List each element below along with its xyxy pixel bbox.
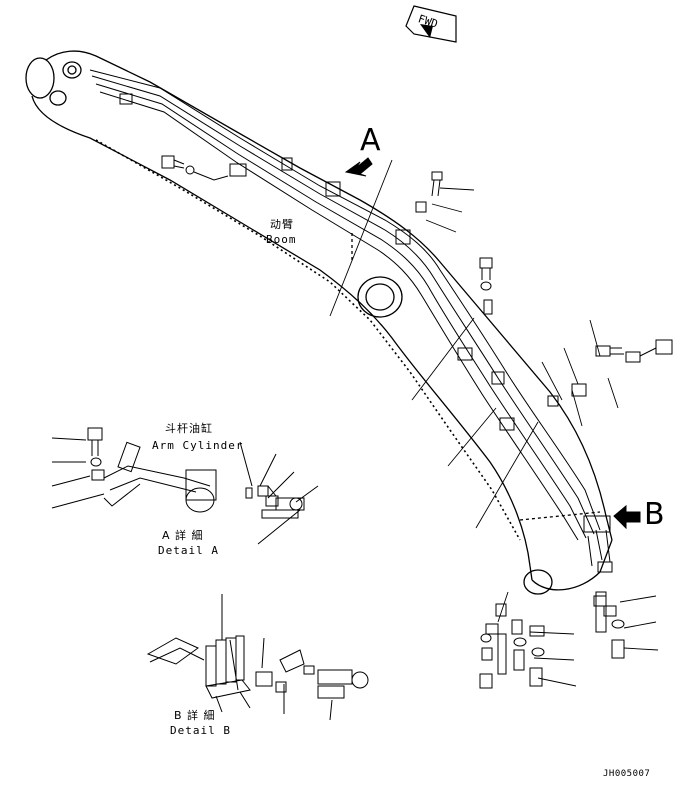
boom-outline bbox=[25, 50, 613, 595]
boom-bolt bbox=[161, 155, 229, 181]
detail-b-label-en: Detail B bbox=[170, 724, 231, 737]
detail-b-drawing bbox=[146, 594, 369, 721]
detail-a-drawing bbox=[51, 427, 319, 545]
arm-cylinder-label-en: Arm Cylinder bbox=[152, 439, 244, 452]
fwd-arrow-icon bbox=[405, 5, 457, 43]
callout-a-label: A bbox=[360, 123, 381, 158]
callout-a-arrow-icon bbox=[344, 157, 373, 177]
detail-b-label-cn: B 詳 細 bbox=[174, 709, 216, 722]
drawing-id: JH005007 bbox=[603, 769, 651, 779]
pipe-bundle bbox=[89, 69, 613, 633]
main-fittings bbox=[415, 171, 673, 689]
detail-a-label-cn: A 詳 細 bbox=[162, 529, 204, 542]
callout-b-arrow-icon bbox=[613, 504, 641, 530]
arm-cylinder-label-cn: 斗杆油缸 bbox=[165, 422, 213, 435]
callout-b-label: B bbox=[644, 497, 665, 532]
boom-label-en: Boom bbox=[266, 233, 297, 246]
detail-a-label-en: Detail A bbox=[158, 544, 219, 557]
leader-lines bbox=[329, 159, 659, 687]
boom-label-cn: 动臂 bbox=[270, 218, 294, 231]
